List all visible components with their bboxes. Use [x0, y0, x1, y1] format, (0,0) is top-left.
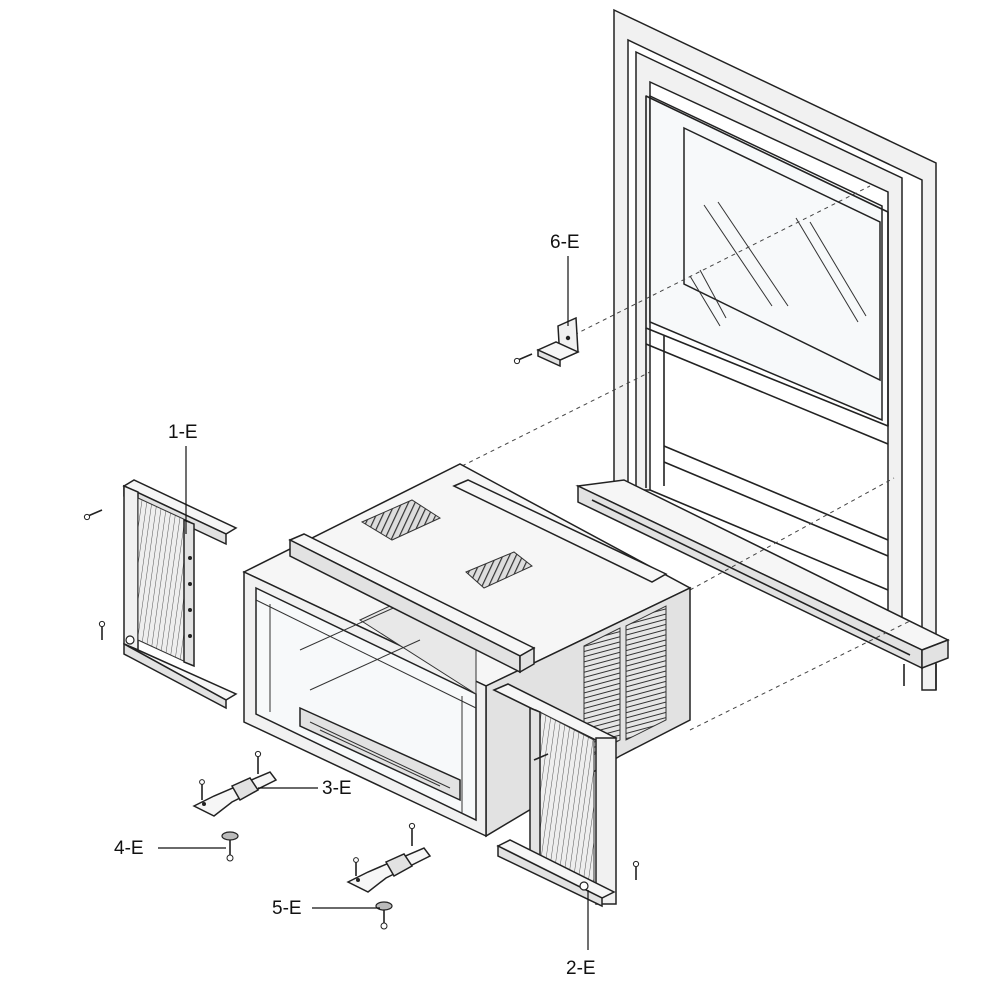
callout-label-2e: 2-E	[566, 958, 596, 979]
window-sill	[575, 479, 950, 690]
callout-label-5e: 5-E	[272, 898, 302, 919]
side-curtain-right	[492, 683, 618, 908]
callout-label-6e: 6-E	[550, 232, 580, 253]
assembly-guide-lines	[461, 185, 913, 731]
top-rail	[288, 533, 536, 674]
callout-label-4e: 4-E	[114, 838, 144, 859]
window-frame	[613, 8, 937, 691]
leveling-nut-right	[375, 901, 393, 930]
angle-bracket	[513, 316, 580, 368]
curtain-screws-right	[533, 753, 640, 880]
glass-glare	[689, 201, 867, 327]
callout-leader-lines	[158, 256, 589, 950]
support-bracket-right	[346, 822, 432, 893]
side-curtain-left	[122, 479, 238, 710]
callout-label-1e: 1-E	[168, 422, 198, 443]
support-bracket-left	[192, 750, 278, 817]
curtain-screws-left	[83, 509, 106, 640]
callout-label-3e: 3-E	[322, 778, 352, 799]
leveling-nut-left	[221, 831, 239, 862]
